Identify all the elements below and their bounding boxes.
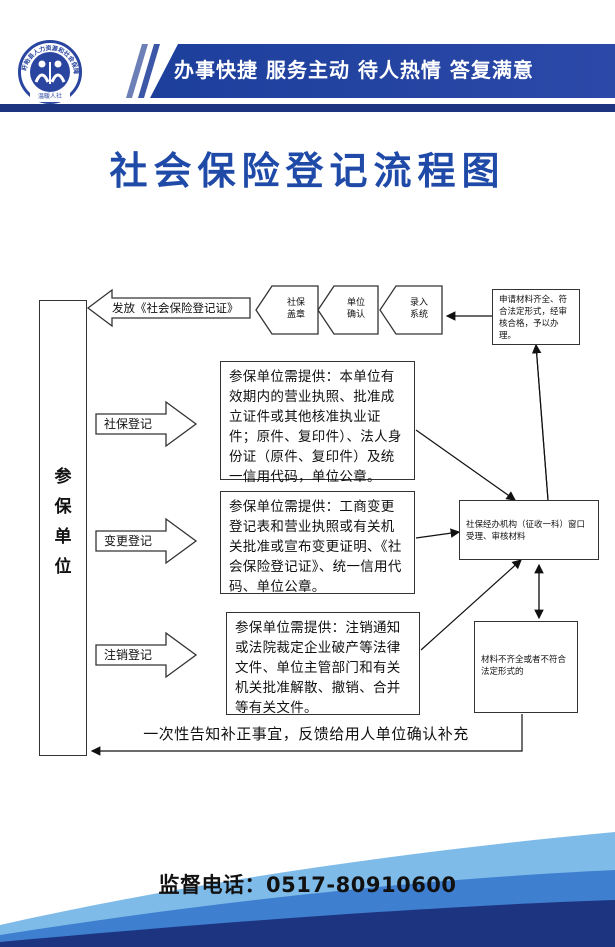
wave-dark [0, 900, 615, 947]
issue-certificate-label: 发放《社会保险登记证》 [112, 301, 239, 315]
register-arrow-change [95, 517, 198, 565]
feedback-text: 一次性告知补正事宜，反馈给用人单位确认补充 [143, 725, 469, 743]
step-shape-input [379, 285, 443, 335]
participating-unit-box [39, 300, 87, 756]
change-registration-label: 变更登记 [104, 534, 153, 548]
step-input: 录入系统 [409, 298, 428, 320]
cancel-registration-requirements: 参保单位需提供：注销通知或法院裁定企业破产等法律文件、单位主管部门和有关机关批准… [226, 612, 420, 716]
step-seal: 社保盖章 [286, 298, 305, 320]
supervision-phone: 监督电话：0517-80910600 [158, 873, 457, 897]
agency-review-box: 社保经办机构（征收一科）窗口受理、审核材料 [459, 500, 599, 560]
people-logo-icon [34, 60, 66, 84]
register-arrow-cancel [95, 631, 198, 679]
diagram-title: 社会保险登记流程图 [109, 148, 506, 193]
header-rule [0, 104, 615, 112]
social-registration-requirements: 参保单位需提供：本单位有效期内的营业执照、批准成立证件或其他核准执业证件；原件、… [220, 361, 415, 485]
participating-unit-label: 参 保 单 位 [54, 467, 72, 577]
cancel-registration-label: 注销登记 [104, 648, 153, 662]
issue-certificate-arrow [86, 288, 251, 328]
change-registration-requirements: 参保单位需提供：工商变更登记表和营业执照或有关机关批准或宣布变更证明、《社会保险… [220, 491, 415, 595]
header-slogan: 办事快捷 服务主动 待人热情 答复满意 [174, 58, 534, 82]
header-slogan-banner [150, 44, 615, 98]
step-shape-confirm [317, 285, 379, 335]
social-registration-label: 社保登记 [104, 417, 153, 431]
approval-box: 申请材料齐全、符合法定形式，经审核合格，予以办理。 [492, 289, 580, 345]
logo-subtitle: 温暖人社 [30, 92, 70, 102]
step-confirm: 单位确认 [346, 298, 365, 320]
incomplete-materials-box: 材料不齐全或者不符合法定形式的 [474, 621, 578, 713]
register-arrow-social [95, 400, 198, 448]
